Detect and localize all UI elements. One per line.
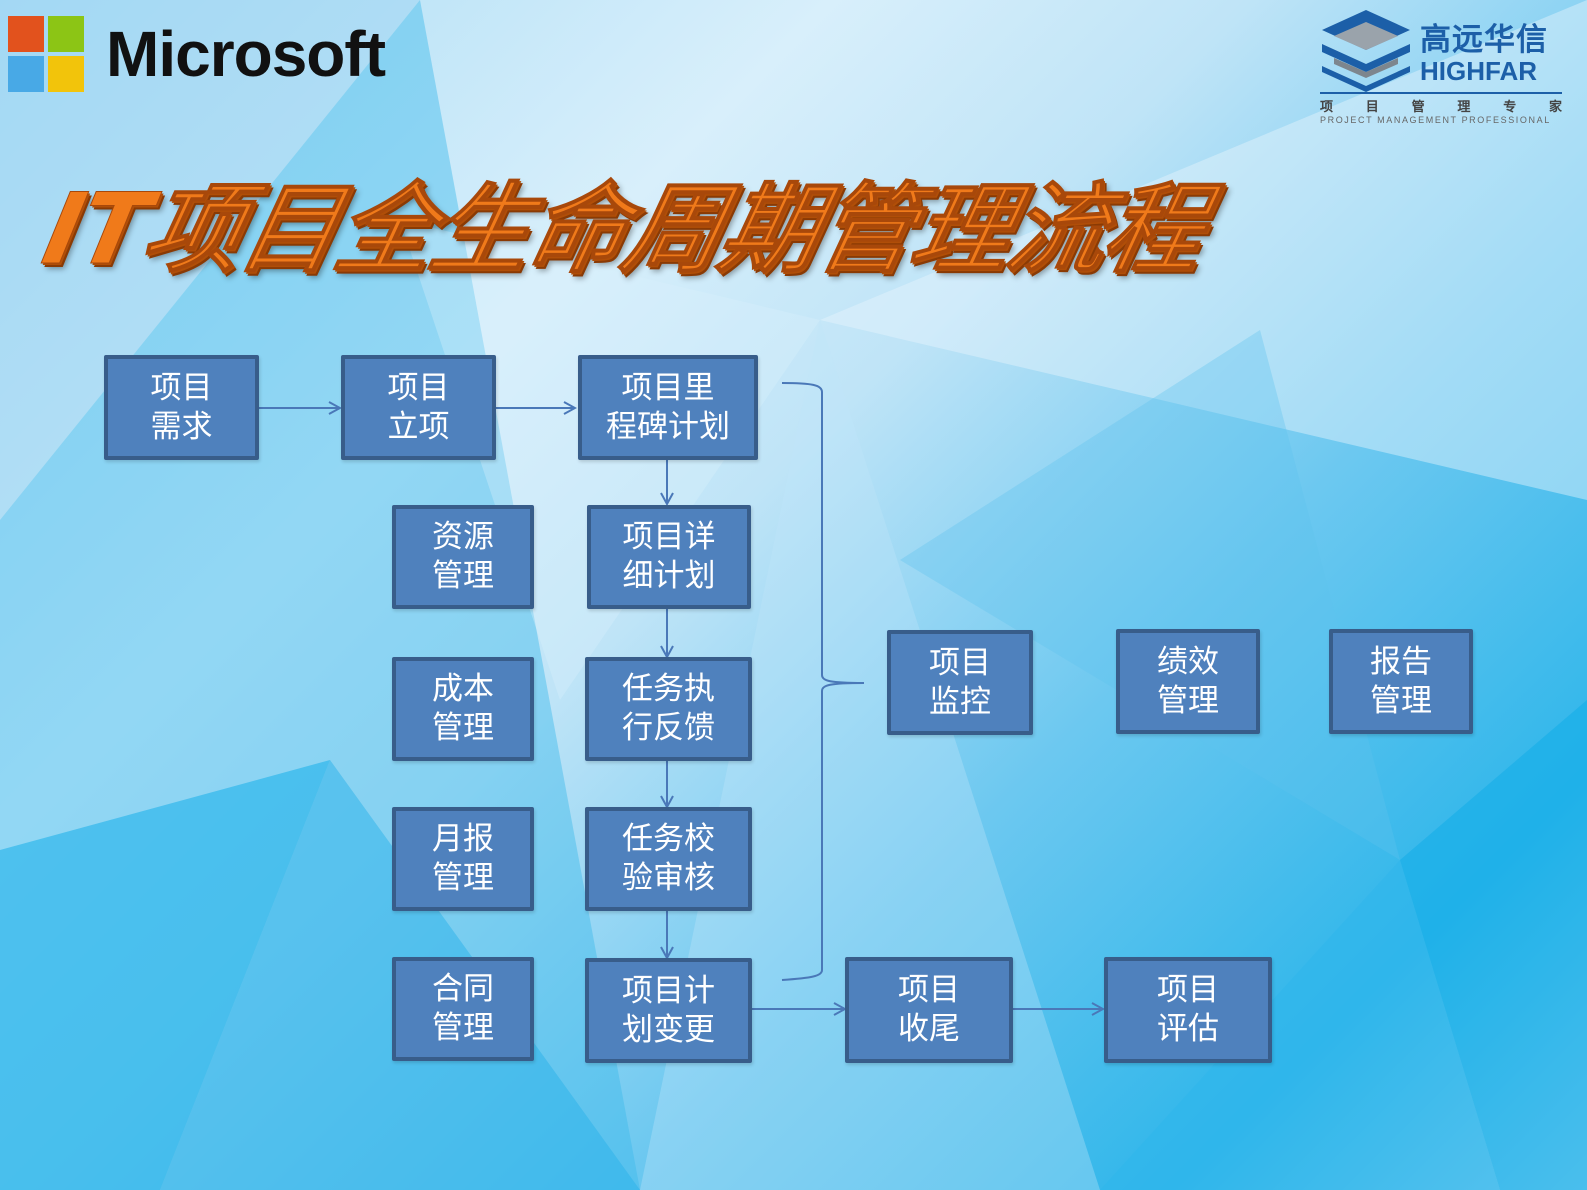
node-resource-management: 资源 管理 (392, 505, 534, 609)
node-project-requirements: 项目 需求 (104, 355, 259, 460)
node-task-review: 任务校 验审核 (585, 807, 752, 911)
microsoft-windows-icon (8, 16, 84, 92)
node-monthly-report-management: 月报 管理 (392, 807, 534, 911)
node-contract-management: 合同 管理 (392, 957, 534, 1061)
node-plan-change: 项目计 划变更 (585, 958, 752, 1063)
node-task-execution-feedback: 任务执 行反馈 (585, 657, 752, 761)
node-project-evaluation: 项目 评估 (1104, 957, 1272, 1063)
highfar-logo: 高远华信 HIGHFAR 项 目 管 理 专 家 PROJECT MANAGEM… (1318, 4, 1564, 128)
page-title: IT项目全生命周期管理流程 (33, 173, 1214, 288)
node-performance-management: 绩效 管理 (1116, 629, 1260, 734)
highfar-layers-icon (1322, 10, 1410, 92)
highfar-name-en: HIGHFAR (1420, 56, 1537, 86)
node-detailed-plan: 项目详 细计划 (587, 505, 751, 609)
node-project-monitoring: 项目 监控 (887, 630, 1033, 735)
highfar-tagline-cn: 项 目 管 理 专 家 (1320, 100, 1562, 115)
highfar-tagline-en: PROJECT MANAGEMENT PROFESSIONAL (1320, 115, 1551, 125)
node-cost-management: 成本 管理 (392, 657, 534, 761)
node-project-closing: 项目 收尾 (845, 957, 1013, 1063)
microsoft-wordmark: Microsoft (106, 18, 386, 90)
node-report-management: 报告 管理 (1329, 629, 1473, 734)
node-project-initiation: 项目 立项 (341, 355, 496, 460)
highfar-name-cn: 高远华信 (1420, 22, 1548, 58)
microsoft-logo: Microsoft (8, 16, 386, 92)
highfar-divider (1320, 92, 1562, 94)
node-milestone-plan: 项目里 程碑计划 (578, 355, 758, 460)
